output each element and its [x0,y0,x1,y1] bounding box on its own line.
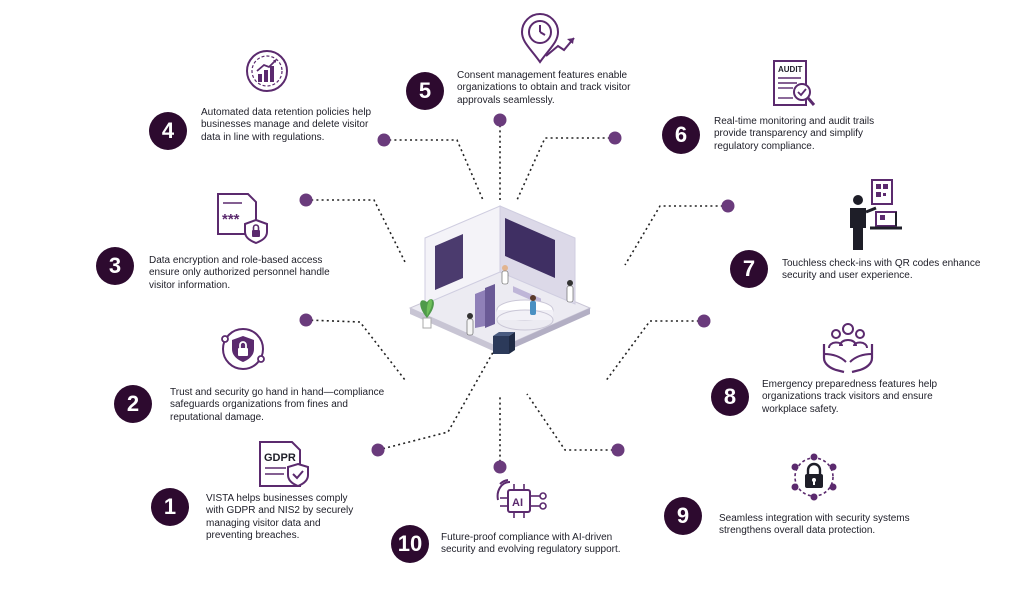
step-number-badge: 3 [96,247,134,285]
svg-text:GDPR: GDPR [264,452,296,464]
svg-text:AUDIT: AUDIT [778,65,803,74]
item-description: Real-time monitoring and audit trails pr… [714,116,875,152]
item-description: Trust and security go hand in hand—compl… [170,387,385,423]
item-description: Seamless integration with security syste… [719,513,910,537]
step-number-badge: 7 [730,250,768,288]
step-number-badge: 10 [391,525,429,563]
step-number-badge: 2 [114,385,152,423]
group-in-hands-icon [822,320,874,374]
clock-location-arrow-icon [516,12,578,66]
gdpr-document-check-icon: GDPR [256,440,312,490]
isometric-visitor-kiosk-illustration [405,198,595,363]
item-description: Data encryption and role-based access en… [149,255,330,291]
svg-text:***: *** [222,211,240,228]
step-number-badge: 4 [149,112,187,150]
step-number-badge: 5 [406,72,444,110]
password-document-lock-icon: *** [214,190,270,246]
lock-network-icon [790,452,838,502]
ai-chip-icon: AI [494,476,550,526]
analytics-chart-icon [243,47,291,95]
step-number-badge: 9 [664,497,702,535]
person-qr-scan-icon [846,176,904,252]
shield-lock-network-icon [219,325,267,373]
item-description: Touchless check-ins with QR codes enhanc… [782,258,981,282]
item-description: Emergency preparedness features help org… [762,379,938,415]
svg-text:AI: AI [512,497,523,509]
step-number-badge: 8 [711,378,749,416]
step-number-badge: 6 [662,116,700,154]
item-description: VISTA helps businesses comply with GDPR … [206,493,354,542]
item-description: Consent management features enable organ… [457,70,631,106]
step-number-badge: 1 [151,488,189,526]
item-description: Future-proof compliance with AI-driven s… [441,532,621,556]
audit-report-magnifier-icon: AUDIT [771,58,817,110]
item-description: Automated data retention policies help b… [201,107,372,143]
